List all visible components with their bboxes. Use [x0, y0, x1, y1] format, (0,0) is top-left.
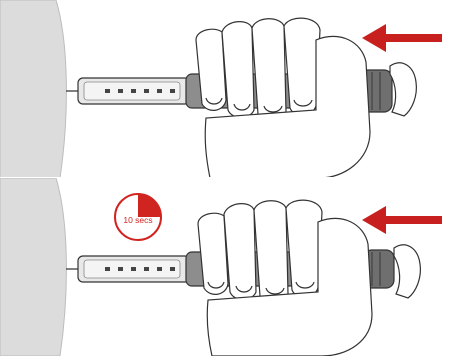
timer-elapsed-wedge: [138, 194, 161, 217]
step-press-illustration: [0, 0, 450, 178]
timer-label: 10 secs: [123, 215, 152, 225]
step-hold-illustration: 10 secs: [0, 178, 450, 356]
arrow-left-icon: [362, 24, 442, 52]
skin-surface: [0, 178, 66, 356]
skin-surface: [0, 0, 66, 178]
arrow-left-icon: [362, 206, 442, 234]
step-hold-panel: 10 secs: [0, 178, 450, 356]
step-press-panel: [0, 0, 450, 178]
timer-icon: 10 secs: [115, 194, 161, 240]
